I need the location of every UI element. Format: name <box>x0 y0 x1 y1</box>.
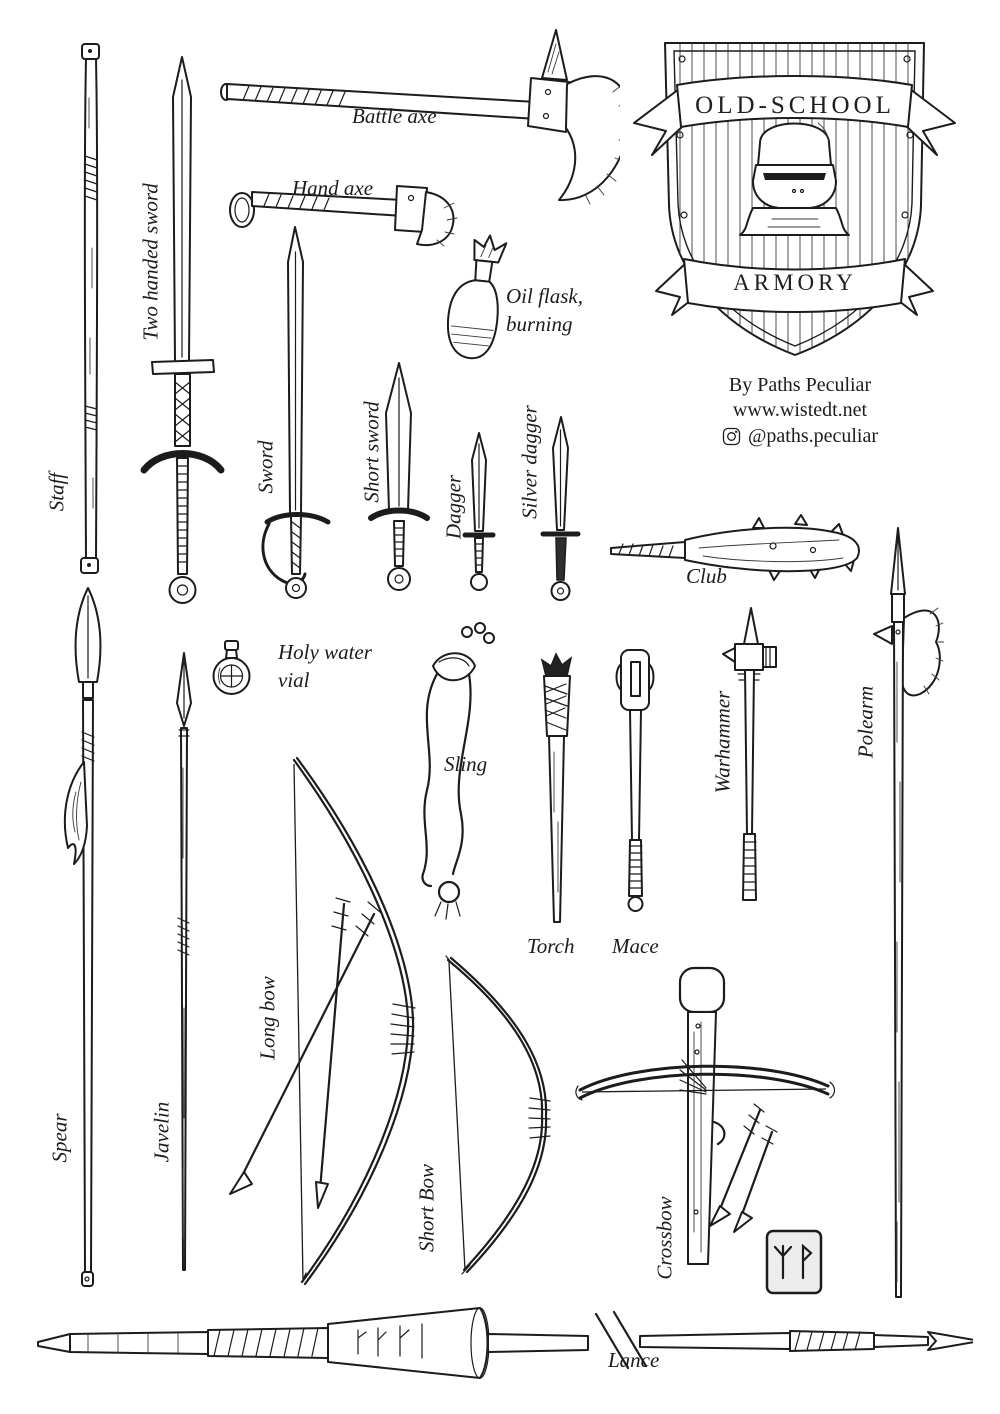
armory-emblem <box>633 42 956 356</box>
sling-label: Sling <box>444 752 488 776</box>
oil-flask-label-line2: burning <box>506 312 573 336</box>
holy-water-vial-illustration <box>212 640 251 695</box>
short-sword-illustration <box>368 362 430 591</box>
crossbow-illustration <box>575 966 836 1265</box>
lance-illustration <box>37 1307 973 1379</box>
club-illustration <box>610 514 860 581</box>
staff-illustration <box>80 43 100 574</box>
dagger-illustration <box>462 432 496 591</box>
short-bow-illustration <box>445 955 551 1275</box>
javelin-label: Javelin <box>149 1101 174 1163</box>
emblem-banner-top: OLD-SCHOOL <box>695 92 895 119</box>
short-sword-label: Short sword <box>359 401 384 503</box>
battle-axe-illustration <box>220 29 620 205</box>
sword-label: Sword <box>253 440 278 494</box>
polearm-illustration <box>873 527 944 1298</box>
torch-label: Torch <box>527 934 575 958</box>
two-handed-sword-label: Two handed sword <box>138 183 163 341</box>
crossbow-label: Crossbow <box>652 1196 677 1280</box>
credit-website: www.wistedt.net <box>732 399 868 421</box>
dagger-label: Dagger <box>441 474 466 540</box>
club-label: Club <box>686 564 727 588</box>
silver-dagger-illustration <box>540 416 581 601</box>
instagram-icon <box>722 427 741 446</box>
javelin-illustration <box>176 652 192 1271</box>
hand-axe-illustration <box>229 185 458 247</box>
mace-label: Mace <box>612 934 659 958</box>
credit-instagram-handle: @paths.peculiar <box>747 425 879 447</box>
rune-stamp-icon <box>765 1229 823 1295</box>
knight-helmet-icon <box>739 122 850 236</box>
short-bow-label: Short Bow <box>414 1163 439 1253</box>
arrow-1 <box>229 901 381 1195</box>
sling-illustration <box>421 622 495 920</box>
holy-water-label-line1: Holy water <box>278 640 372 664</box>
mace-illustration <box>615 649 655 912</box>
silver-dagger-label: Silver dagger <box>517 405 542 519</box>
battle-axe-label: Battle axe <box>352 104 437 128</box>
credits-block: By Paths Peculiar www.wistedt.net @paths… <box>640 372 960 448</box>
oil-flask-illustration <box>446 234 508 360</box>
polearm-label: Polearm <box>853 685 878 759</box>
sword-illustration <box>261 226 331 599</box>
spear-illustration <box>63 587 102 1287</box>
two-handed-sword-illustration <box>140 56 225 604</box>
credit-author: By Paths Peculiar <box>728 374 872 396</box>
long-bow-label: Long bow <box>255 976 280 1060</box>
warhammer-illustration <box>722 607 777 901</box>
holy-water-label-line2: vial <box>278 668 310 692</box>
arrow-2 <box>315 897 351 1209</box>
warhammer-label: Warhammer <box>710 690 735 794</box>
lance-label: Lance <box>608 1348 660 1372</box>
oil-flask-label-line1: Oil flask, <box>506 284 583 308</box>
staff-label: Staff <box>44 472 69 512</box>
emblem-banner-bottom: ARMORY <box>733 270 857 295</box>
torch-illustration <box>540 652 573 923</box>
long-bow-illustration <box>229 756 416 1286</box>
spear-label: Spear <box>47 1113 72 1163</box>
crossbow-bolts-illustration <box>709 1103 778 1233</box>
hand-axe-label: Hand axe <box>292 176 374 200</box>
